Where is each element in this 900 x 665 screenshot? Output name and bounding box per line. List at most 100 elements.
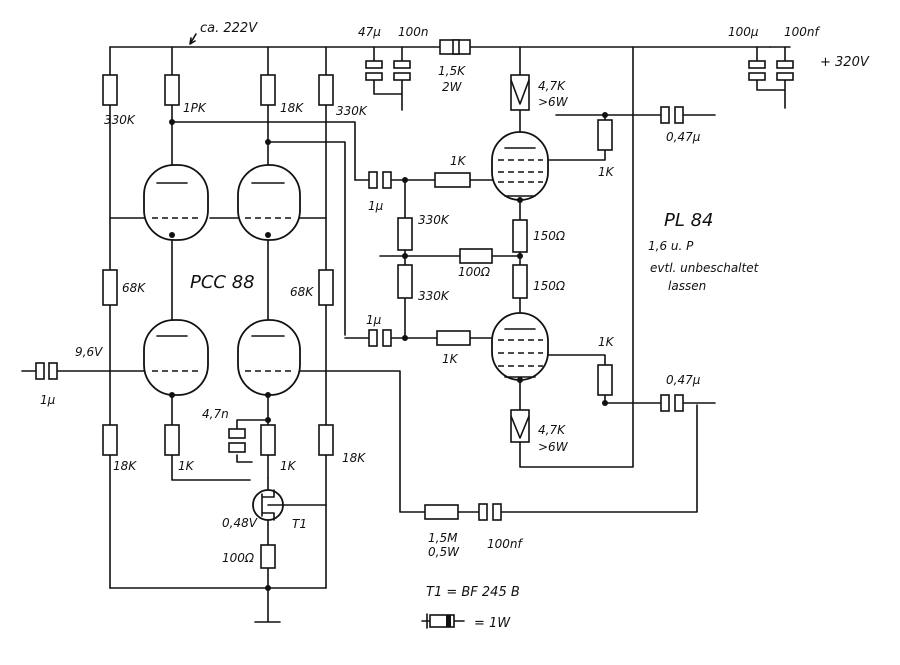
- junctions: [169, 112, 608, 591]
- label-cap-1u-bot: 1µ: [366, 313, 382, 327]
- label-cap-fb: 100nf: [487, 537, 524, 551]
- label-cap-in: 1µ: [40, 393, 56, 407]
- label-r1m5: 1,5M: [428, 531, 458, 545]
- triode-2-bottom: [237, 319, 301, 396]
- triode-1-top: [143, 164, 209, 241]
- r-1k-anode: [164, 74, 180, 106]
- pentode-bottom: [491, 312, 549, 381]
- label-r-1k5-w: 2W: [442, 80, 463, 94]
- r-100-source: [260, 544, 276, 569]
- triode-1-bottom: [143, 319, 209, 396]
- label-tube-pcc: PCC 88: [190, 272, 255, 293]
- label-r18k-anode: 18K: [280, 101, 304, 115]
- label-cap-047-top: 0,47µ: [666, 130, 701, 144]
- label-cap-100nf-top: 100nf: [784, 25, 821, 39]
- label-r68k-left: 68K: [122, 281, 146, 295]
- r-1m5: [424, 504, 459, 520]
- label-r1k-anode: 1PK: [183, 101, 207, 115]
- label-tube-pl: PL 84: [664, 210, 714, 231]
- capacitors: [35, 60, 794, 521]
- label-note3: lassen: [668, 279, 706, 293]
- label-cap-47u: 47µ: [358, 25, 381, 39]
- labels: ca. 222V 47µ 100n 1,5K 2W 100µ 100nf + 3…: [40, 21, 870, 631]
- label-v-src: 0,48V: [222, 516, 258, 530]
- cap-100nf-right: [776, 60, 794, 81]
- label-cap-100n: 100n: [398, 25, 429, 39]
- cap-100n-top: [393, 60, 411, 81]
- r-18k-left: [102, 424, 118, 456]
- r-330k-mid-bot: [397, 264, 413, 299]
- r-68k-right: [318, 269, 334, 306]
- r-330k-right: [318, 74, 334, 106]
- r-4k7-top: [510, 74, 530, 111]
- label-r100-src: 100Ω: [222, 551, 255, 565]
- label-r1k-g2-top: 1K: [598, 165, 615, 179]
- r-1k-g2-bot: [597, 364, 613, 396]
- label-t1: T1: [292, 517, 307, 531]
- label-r330k-left: 330K: [104, 113, 136, 127]
- label-cap-100u: 100µ: [728, 25, 759, 39]
- cap-100u: [748, 60, 766, 81]
- resistors: [102, 74, 613, 569]
- cap-fb: [478, 503, 502, 521]
- label-supply-320: + 320V: [820, 55, 870, 70]
- label-r1k-grid-bot: 1K: [442, 352, 459, 366]
- fet-t1: [252, 489, 284, 521]
- label-r100: 100Ω: [458, 265, 491, 279]
- label-r4k7-top-w: >6W: [538, 95, 569, 109]
- r-18k-anode: [260, 74, 276, 106]
- r-100-bias: [459, 248, 493, 264]
- cap-in: [35, 362, 58, 380]
- r-18k-right: [318, 424, 334, 456]
- label-r1k-g2-bot: 1K: [598, 335, 615, 349]
- label-note1: 1,6 u. P: [648, 239, 694, 253]
- r-330k-left: [102, 74, 118, 106]
- pentode-top: [491, 131, 549, 201]
- r-1k-grid-bot: [436, 330, 471, 346]
- label-v-in: 9,6V: [75, 345, 103, 359]
- label-r4k7-top: 4,7K: [538, 79, 566, 93]
- r-68k-left: [102, 269, 118, 306]
- label-r330k-mid-top: 330K: [418, 213, 450, 227]
- r-1k-g2-top: [597, 119, 613, 151]
- label-r330k-right: 330K: [336, 104, 368, 118]
- r-150-top: [512, 219, 528, 253]
- legend-resistor-symbol: [421, 613, 465, 629]
- label-r18k-left: 18K: [113, 459, 137, 473]
- cap-1u-top: [368, 171, 392, 189]
- r-4k7-bot: [510, 409, 530, 443]
- r-1k-k1: [164, 424, 180, 456]
- label-r1k-grid-top: 1K: [450, 154, 467, 168]
- cap-47u: [365, 60, 383, 81]
- tube-triodes: [143, 164, 301, 396]
- label-r1k-k1: 1K: [178, 459, 195, 473]
- label-note2: evtl. unbeschaltet: [650, 261, 760, 275]
- label-r18k-right: 18K: [342, 451, 366, 465]
- cap-1u-bot: [368, 329, 392, 347]
- cap-4n7: [228, 428, 246, 453]
- label-r68k-right: 68K: [290, 285, 314, 299]
- cap-047-top: [660, 106, 684, 124]
- label-cap-4n7: 4,7n: [202, 407, 229, 421]
- triode-2-top: [237, 164, 301, 241]
- label-r-1k5: 1,5K: [438, 64, 466, 78]
- label-r4k7-bot-w: >6W: [538, 440, 569, 454]
- label-r150-bot: 150Ω: [533, 279, 566, 293]
- label-cap-047-bot: 0,47µ: [666, 373, 701, 387]
- r-1k-k2: [260, 424, 276, 456]
- r-1k-grid-top: [434, 172, 471, 188]
- label-r4k7-bot: 4,7K: [538, 423, 566, 437]
- label-legend-t1: T1 = BF 245 B: [426, 585, 520, 600]
- cap-047-bot: [660, 394, 684, 412]
- label-r1k-k2: 1K: [280, 459, 297, 473]
- label-r150-top: 150Ω: [533, 229, 566, 243]
- r-330k-mid-top: [397, 217, 413, 251]
- label-cap-1u-top: 1µ: [368, 199, 384, 213]
- resistors-h: [424, 39, 493, 520]
- wires: [21, 46, 791, 623]
- label-legend-res: = 1W: [474, 616, 511, 631]
- label-r330k-mid-bot: 330K: [418, 289, 450, 303]
- label-r1m5-w: 0,5W: [428, 545, 460, 559]
- r-150-bot: [512, 264, 528, 299]
